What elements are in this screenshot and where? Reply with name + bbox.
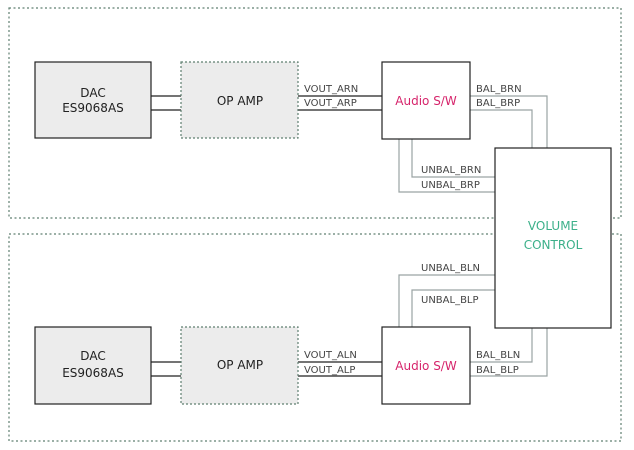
top-dac-part-label: ES9068AS — [62, 101, 124, 115]
top-bal-n-label: BAL_BRN — [476, 84, 522, 95]
top-vout-wires — [298, 95, 382, 111]
bottom-unbal-p-label: UNBAL_BLP — [421, 295, 479, 306]
bottom-vout-p-label: VOUT_ALP — [304, 365, 355, 376]
bottom-channel-panel — [8, 233, 622, 442]
bottom-dac-block — [34, 326, 152, 405]
bottom-vout-n-label: VOUT_ALN — [304, 350, 357, 361]
top-audio-sw-block — [381, 61, 471, 140]
top-dac-block — [34, 61, 152, 139]
bottom-bal-wires — [470, 328, 548, 377]
volume-label: VOLUME — [528, 219, 578, 233]
bottom-audio-sw-block — [381, 326, 471, 405]
bottom-dac-label: DAC — [80, 349, 105, 363]
bottom-opamp-block — [180, 326, 299, 405]
top-vout-p-label: VOUT_ARP — [304, 98, 357, 109]
top-channel-panel — [8, 7, 622, 219]
bottom-audio-sw-label: Audio S/W — [395, 359, 457, 373]
bottom-bal-n-label: BAL_BLN — [476, 350, 520, 361]
top-unbal-p-label: UNBAL_BRP — [421, 180, 480, 191]
bottom-unbal-n-label: UNBAL_BLN — [421, 263, 480, 274]
bottom-dac-opamp-wires — [151, 361, 181, 377]
bottom-opamp-label: OP AMP — [217, 358, 263, 372]
top-dac-opamp-wires — [151, 95, 181, 111]
bottom-dac-part-label: ES9068AS — [62, 366, 124, 380]
top-bal-wires — [470, 95, 548, 148]
top-unbal-wires — [398, 139, 495, 193]
top-unbal-n-label: UNBAL_BRN — [421, 165, 481, 176]
top-bal-p-label: BAL_BRP — [476, 98, 520, 109]
top-opamp-block — [180, 61, 299, 139]
top-vout-n-label: VOUT_ARN — [304, 84, 358, 95]
top-dac-label: DAC — [80, 86, 105, 100]
volume-control-block — [494, 147, 612, 329]
bottom-unbal-wires — [398, 274, 495, 327]
bottom-bal-p-label: BAL_BLP — [476, 365, 519, 376]
top-opamp-label: OP AMP — [217, 94, 263, 108]
bottom-vout-wires — [298, 361, 382, 377]
control-label: CONTROL — [524, 238, 583, 252]
top-audio-sw-label: Audio S/W — [395, 94, 457, 108]
